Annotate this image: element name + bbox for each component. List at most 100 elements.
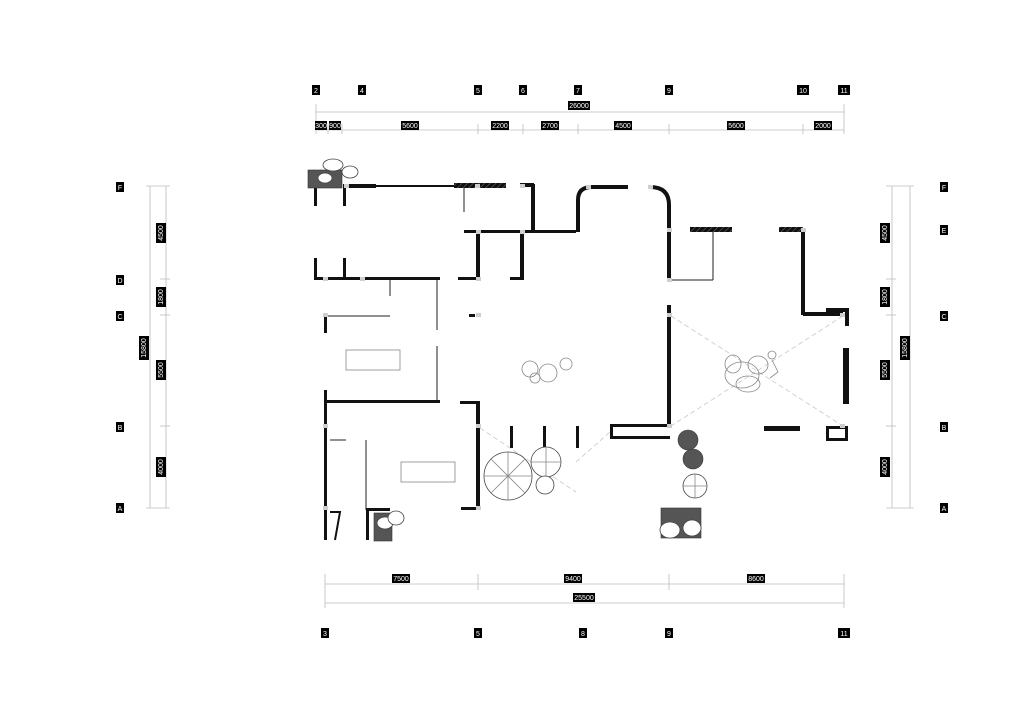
shrub-column	[677, 429, 708, 499]
dim-label-bottom: 8600	[747, 574, 765, 583]
svg-text:4: 4	[360, 88, 364, 95]
svg-text:A: A	[942, 506, 947, 513]
svg-text:4500: 4500	[882, 225, 889, 241]
dim-label-top: 5600	[727, 121, 745, 130]
svg-text:15800: 15800	[141, 338, 148, 358]
bottom-grid-axis: 3 5 8 9 11	[321, 628, 850, 638]
planter-bottom-left	[373, 510, 405, 542]
grid-tag-left: C	[116, 311, 124, 321]
svg-text:4000: 4000	[158, 459, 165, 475]
grid-tag-top: 11	[838, 85, 850, 95]
svg-text:C: C	[117, 314, 122, 321]
grid-tag-right: E	[940, 225, 948, 235]
svg-text:2700: 2700	[542, 123, 558, 130]
void-diagonals	[479, 315, 844, 493]
walls	[314, 183, 849, 541]
tree-large	[483, 451, 533, 501]
grid-tag-top: 4	[358, 85, 366, 95]
svg-text:C: C	[941, 314, 946, 321]
svg-text:10: 10	[799, 88, 807, 95]
svg-text:5: 5	[476, 88, 480, 95]
svg-text:1800: 1800	[882, 289, 889, 305]
svg-text:A: A	[118, 506, 123, 513]
bottom-dimension-chain: 7500 9400 8600 25500	[324, 574, 845, 608]
dim-label-left: 4500	[156, 223, 166, 243]
svg-text:2200: 2200	[492, 123, 508, 130]
dim-label-top: 300	[315, 121, 327, 130]
dim-label-right: 4000	[880, 457, 890, 477]
dim-label-left: 5500	[156, 360, 166, 380]
right-grid-axis: F E C B A	[940, 182, 948, 513]
svg-text:900: 900	[329, 123, 341, 130]
dim-label-left-total: 15800	[139, 336, 149, 360]
svg-text:4500: 4500	[615, 123, 631, 130]
top-dimension-chain: 26000 300 900 5600 2200 2700 4500 5600 2…	[315, 101, 845, 134]
grid-tag-bottom: 5	[474, 628, 482, 638]
table	[345, 349, 401, 371]
svg-text:B: B	[118, 425, 123, 432]
svg-text:9: 9	[667, 88, 671, 95]
svg-text:7: 7	[576, 88, 580, 95]
grid-tag-top: 5	[474, 85, 482, 95]
grid-tag-top: 10	[797, 85, 809, 95]
left-grid-axis: F D C B A	[116, 182, 124, 513]
grid-tag-right: C	[940, 311, 948, 321]
dim-label-bottom: 9400	[564, 574, 582, 583]
svg-text:5600: 5600	[402, 123, 418, 130]
svg-text:5600: 5600	[728, 123, 744, 130]
dim-label-bottom-total: 25500	[573, 593, 595, 602]
svg-text:6: 6	[521, 88, 525, 95]
right-dimension-chain: 4500 1800 5500 4000 15800	[880, 185, 914, 509]
svg-text:300: 300	[315, 123, 327, 130]
grid-tag-left: A	[116, 503, 124, 513]
svg-text:11: 11	[840, 88, 847, 95]
svg-text:5: 5	[476, 631, 480, 638]
dim-label-top: 900	[329, 121, 341, 130]
grid-tag-top: 2	[312, 85, 320, 95]
grid-tag-bottom: 3	[321, 628, 329, 638]
round-seating	[521, 357, 573, 384]
tree-small	[530, 446, 562, 495]
grid-tag-right: B	[940, 422, 948, 432]
dim-label-left: 4000	[156, 457, 166, 477]
grid-tag-top: 7	[574, 85, 582, 95]
table	[400, 461, 456, 483]
dim-label-top-total: 26000	[568, 101, 590, 110]
left-dimension-chain: 4500 1800 5500 4000 15800	[139, 185, 170, 509]
grid-tag-right: A	[940, 503, 948, 513]
svg-text:9: 9	[667, 631, 671, 638]
dim-label-top: 2000	[814, 121, 832, 130]
column-markers	[323, 184, 845, 510]
sculpture-loops	[724, 350, 779, 393]
svg-text:2000: 2000	[815, 123, 831, 130]
svg-text:4500: 4500	[158, 225, 165, 241]
grid-tag-right: F	[940, 182, 948, 192]
plants	[307, 158, 708, 542]
planter-bottom-center	[659, 507, 702, 539]
dim-label-right-total: 15800	[900, 336, 910, 360]
svg-text:E: E	[942, 228, 947, 235]
svg-text:F: F	[942, 185, 946, 192]
grid-tag-left: F	[116, 182, 124, 192]
dim-label-bottom: 7500	[392, 574, 410, 583]
svg-text:11: 11	[840, 631, 847, 638]
svg-text:5500: 5500	[158, 362, 165, 378]
dim-label-right: 4500	[880, 223, 890, 243]
dim-label-right: 1800	[880, 287, 890, 307]
svg-text:26000: 26000	[569, 103, 589, 110]
svg-text:3: 3	[323, 631, 327, 638]
furniture	[345, 349, 779, 483]
svg-text:8600: 8600	[748, 576, 764, 583]
grid-tag-left: D	[116, 275, 124, 285]
dim-label-left: 1800	[156, 287, 166, 307]
grid-tag-bottom: 11	[838, 628, 850, 638]
svg-text:25500: 25500	[574, 595, 594, 602]
svg-text:15800: 15800	[902, 338, 909, 358]
svg-text:F: F	[118, 185, 122, 192]
dim-label-top: 4500	[614, 121, 632, 130]
grid-tag-left: B	[116, 422, 124, 432]
svg-text:9400: 9400	[565, 576, 581, 583]
svg-text:7500: 7500	[393, 576, 409, 583]
grid-tag-bottom: 8	[579, 628, 587, 638]
